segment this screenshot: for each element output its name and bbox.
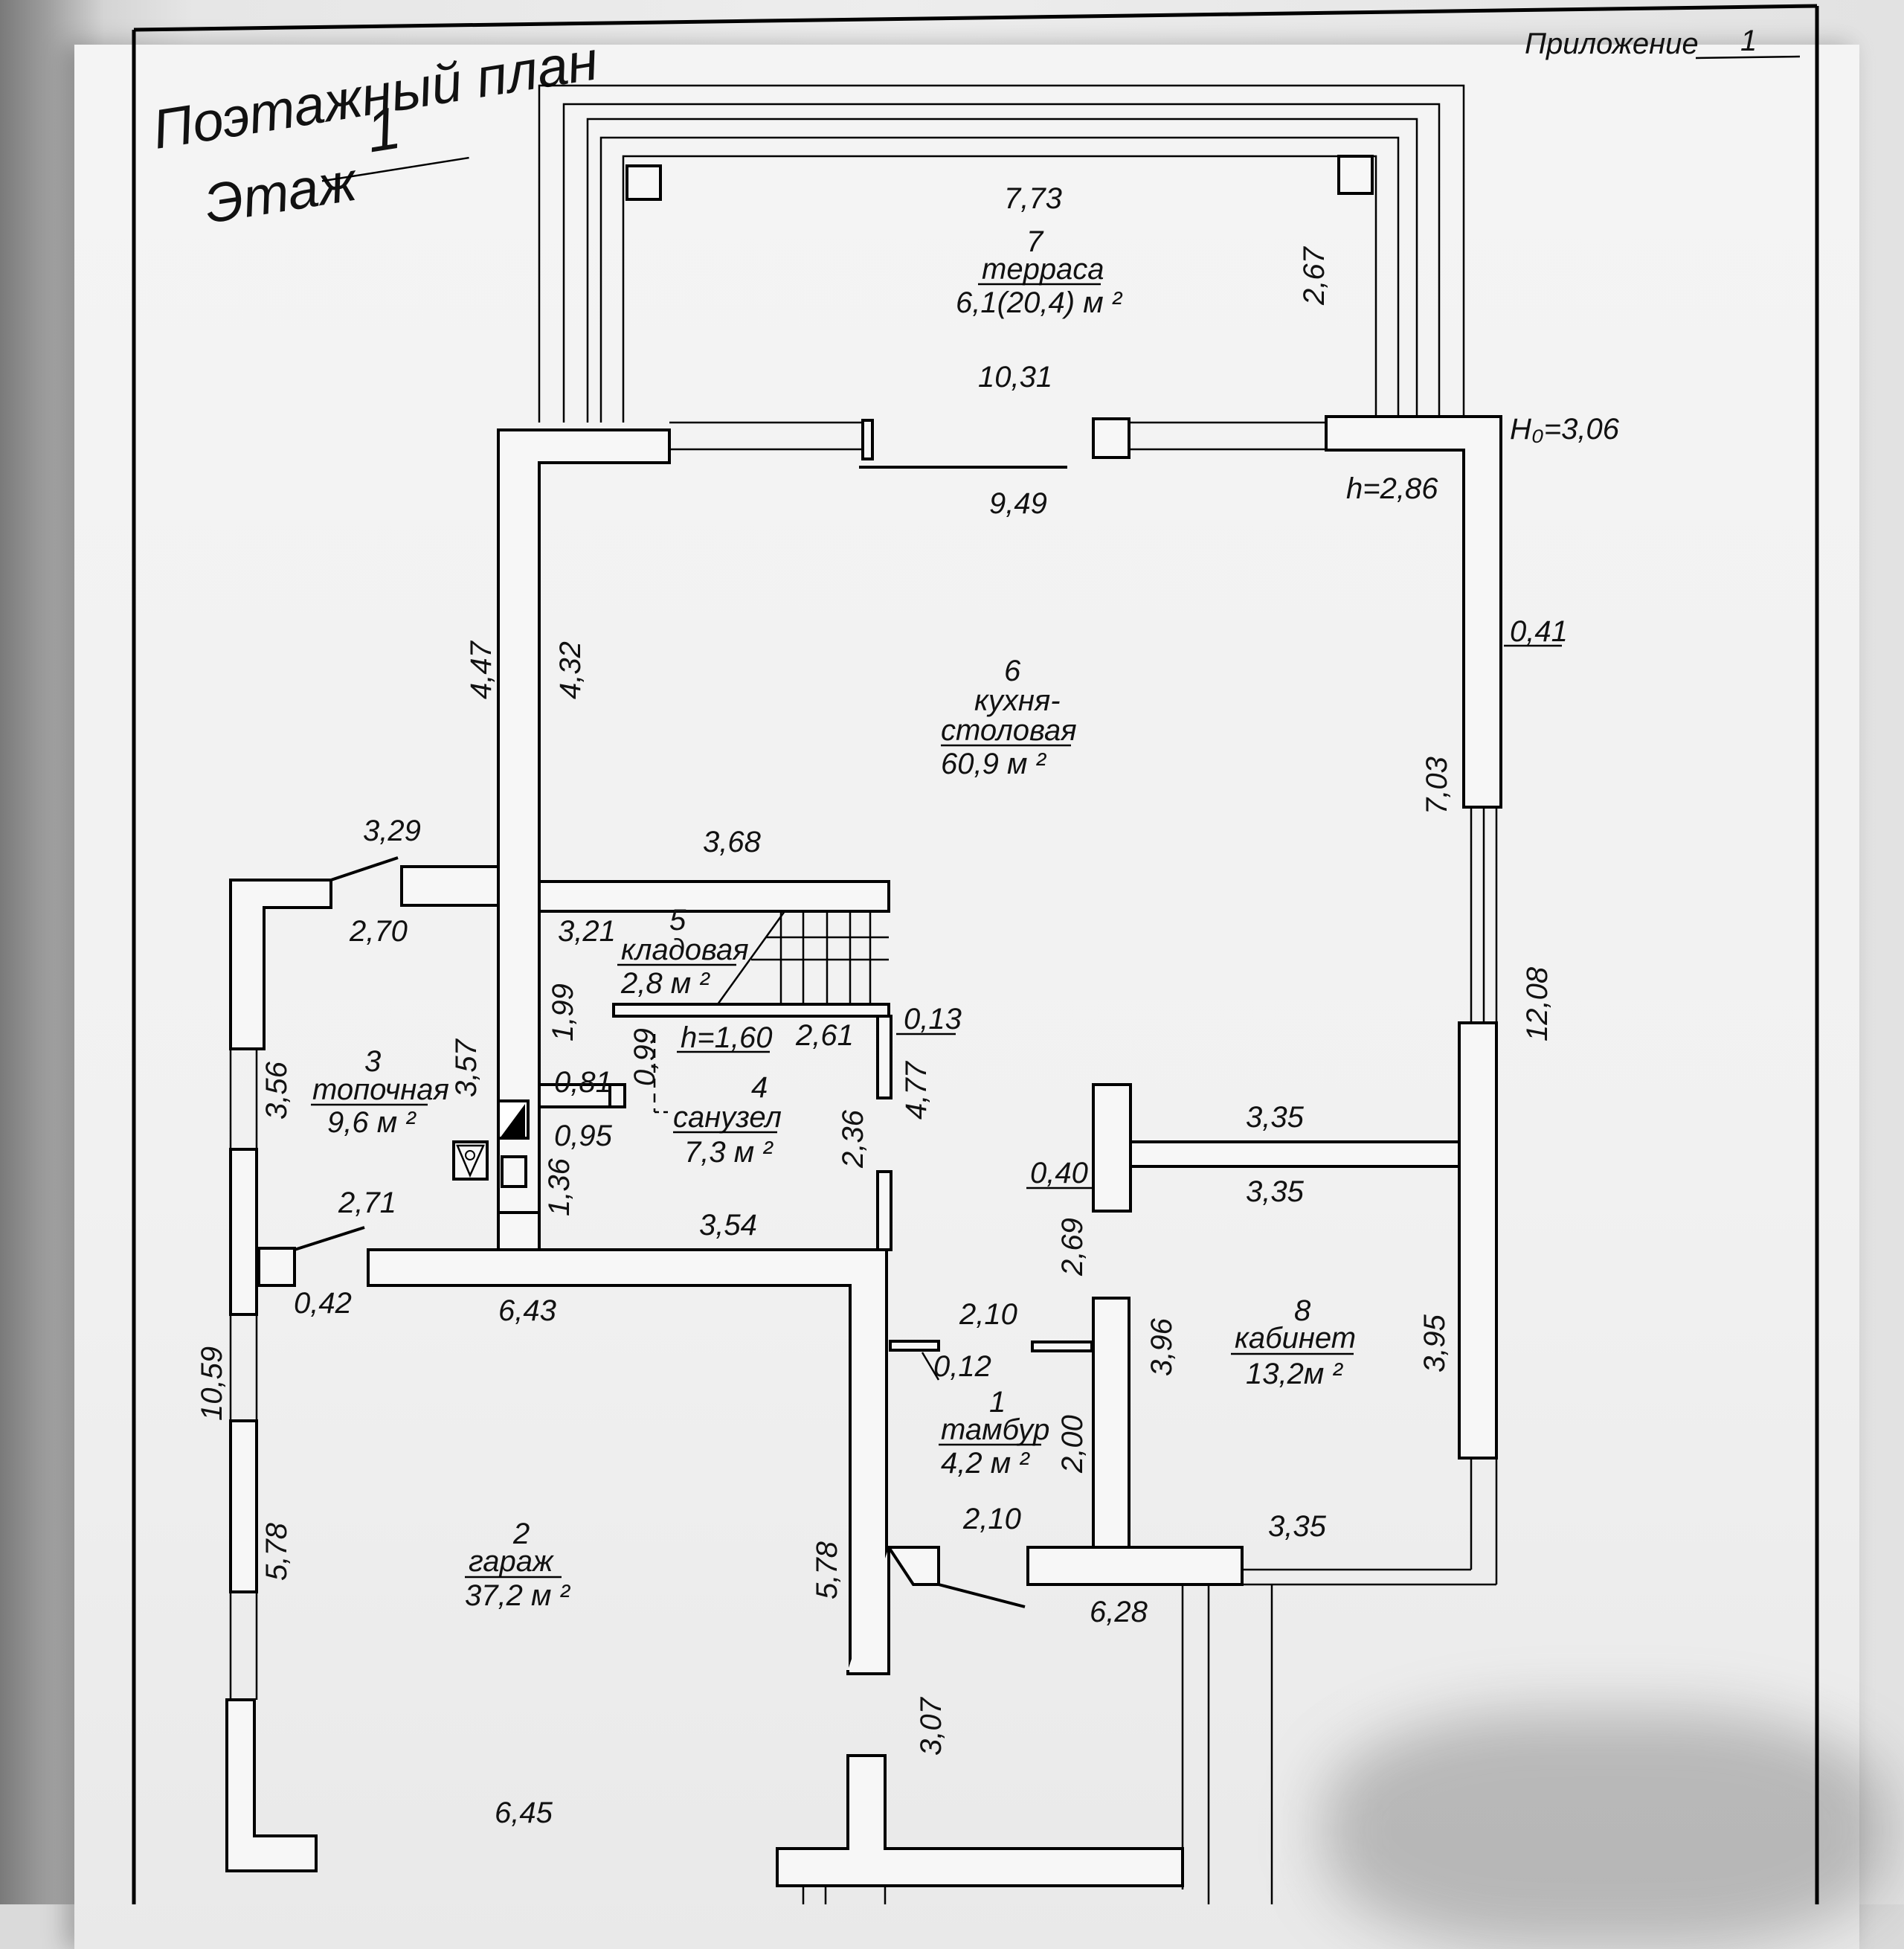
terrace-steps [538,84,1465,423]
dim-kitchen-left-inner: 4,32 [554,641,587,699]
room-garage: 2 гараж 37,2 м ² [465,1518,571,1612]
floor-underline [321,156,469,182]
room-4-number: 4 [751,1071,768,1104]
appendix-underline [1695,55,1801,60]
appendix-number: 1 [1740,25,1757,57]
dim-bath-477: 4,77 [900,1060,933,1120]
dim-storage-width: 3,21 [558,915,616,948]
room-5-number: 5 [669,904,686,937]
dim-garage-right: 5,78 [811,1541,843,1599]
dim-cabinet-right: 3,95 [1418,1314,1451,1372]
room-2-number: 2 [512,1518,530,1550]
dim-boiler-top-inner: 2,70 [349,915,408,948]
room-terrace: 7 терраса 6,1(20,4) м ² [956,225,1123,319]
room-storage: 5 кладовая 2,8 м ² [617,904,749,1000]
dim-kitchen-left-outer: 4,47 [465,640,498,699]
dim-wall-040: 0,40 [1030,1157,1088,1189]
dim-cabinet-bottom: 3,35 [1268,1510,1327,1543]
dim-terrace-width: 7,73 [1004,182,1062,215]
dim-terrace-depth: 2,67 [1298,245,1331,306]
room-6-name-2: столовая [941,714,1077,747]
height-inner: h=2,86 [1346,472,1438,505]
room-1-number: 1 [989,1386,1006,1419]
walls [225,415,1502,1904]
vertical-dimension-labels: 2,67 4,47 4,32 7,03 12,08 1,99 0,99 1,36… [196,245,1554,1756]
dim-kitchen-right: 7,03 [1421,757,1453,815]
room-5-name: кладовая [621,934,749,966]
room-3-area: 9,6 м ² [327,1106,416,1139]
room-2-area: 37,2 м ² [465,1579,571,1612]
room-3-name: топочная [312,1073,449,1106]
dim-bath-081: 0,81 [554,1066,612,1099]
room-2-name: гараж [469,1545,554,1578]
dim-bath-136: 1,36 [543,1157,576,1216]
dim-bath-236: 2,36 [837,1109,869,1169]
room-6-number: 6 [1004,655,1021,687]
room-5-area: 2,8 м ² [620,967,710,1000]
room-7-area: 6,1(20,4) м ² [956,286,1123,319]
dim-hall-269: 2,69 [1056,1218,1089,1277]
room-6-area: 60,9 м ² [941,748,1047,780]
floor-plan: Приложение 1 Поэтажный план Этаж 1 [132,4,1819,1904]
room-4-area: 7,3 м ² [684,1136,774,1169]
dim-wall-013: 0,13 [904,1003,962,1035]
dim-boiler-bottom: 2,71 [338,1187,396,1219]
dim-garage-bottom: 6,45 [495,1797,553,1829]
room-vestibule: 1 тамбур 4,2 м ² [939,1386,1049,1480]
dim-stair-top: 3,68 [703,826,762,858]
dim-bath-top: 2,61 [795,1019,854,1052]
room-4-name: санузел [673,1101,782,1134]
dim-right-total: 12,08 [1521,966,1554,1041]
sheet-frame [132,4,1819,1904]
dim-bath-099: 0,99 [628,1028,661,1086]
dim-wall-042: 0,42 [294,1287,352,1320]
paper-sheet [74,45,1889,1949]
room-8-area: 13,2м ² [1246,1358,1343,1390]
room-3-number: 3 [364,1045,381,1078]
dim-cabinet-top-upper: 3,35 [1246,1101,1305,1134]
dim-boiler-left: 3,56 [260,1061,293,1120]
dim-terrace-outer: 10,31 [978,361,1052,394]
room-boiler: 3 топочная 9,6 м ² [311,1045,449,1139]
dim-vest-top: 2,10 [959,1298,1017,1331]
room-1-area: 4,2 м ² [941,1447,1030,1480]
room-1-name: тамбур [941,1413,1049,1446]
height-outer: H₀=3,06 [1510,413,1620,446]
dim-cabinet-top-lower: 3,35 [1246,1175,1305,1208]
room-7-number: 7 [1026,225,1044,258]
room-8-number: 8 [1294,1294,1311,1327]
dim-garage-left: 5,78 [260,1522,293,1581]
dim-porch-width: 6,28 [1090,1596,1148,1628]
room-8-name: кабинет [1235,1322,1356,1355]
room-7-name: терраса [982,253,1104,286]
dim-bath-095: 0,95 [554,1120,613,1152]
dim-storage-depth: 1,99 [547,983,579,1041]
dim-boiler-top-outer: 3,29 [363,815,421,847]
room-kitchen: 6 кухня- столовая 60,9 м ² [941,655,1077,780]
room-6-name-1: кухня- [974,684,1061,717]
dim-wall-041: 0,41 [1510,615,1568,648]
room-bathroom: 4 санузел 7,3 м ² [673,1071,782,1169]
appendix-label: Приложение [1525,28,1699,60]
dimension-labels: 7,73 10,31 9,49 0,41 3,29 2,70 3,68 3,21… [294,182,1568,1829]
dim-wall-012: 0,12 [933,1350,991,1383]
dim-boiler-right: 3,57 [450,1038,483,1097]
staircase [716,911,889,1005]
floor-label-text: Этаж [201,150,363,234]
dim-bath-bottom: 3,54 [699,1209,757,1242]
room-cabinet: 8 кабинет 13,2м ² [1231,1294,1356,1390]
dim-porch-depth: 3,07 [915,1696,948,1756]
height-storage: h=1,60 [681,1021,772,1054]
dim-garage-left-total: 10,59 [196,1346,228,1421]
dim-vest-bottom: 2,10 [962,1503,1021,1535]
dim-kitchen-top: 9,49 [989,487,1047,520]
dim-vest-side: 3,96 [1145,1317,1178,1376]
dim-vest-200: 2,00 [1056,1415,1089,1474]
dim-garage-top: 6,43 [498,1294,556,1327]
